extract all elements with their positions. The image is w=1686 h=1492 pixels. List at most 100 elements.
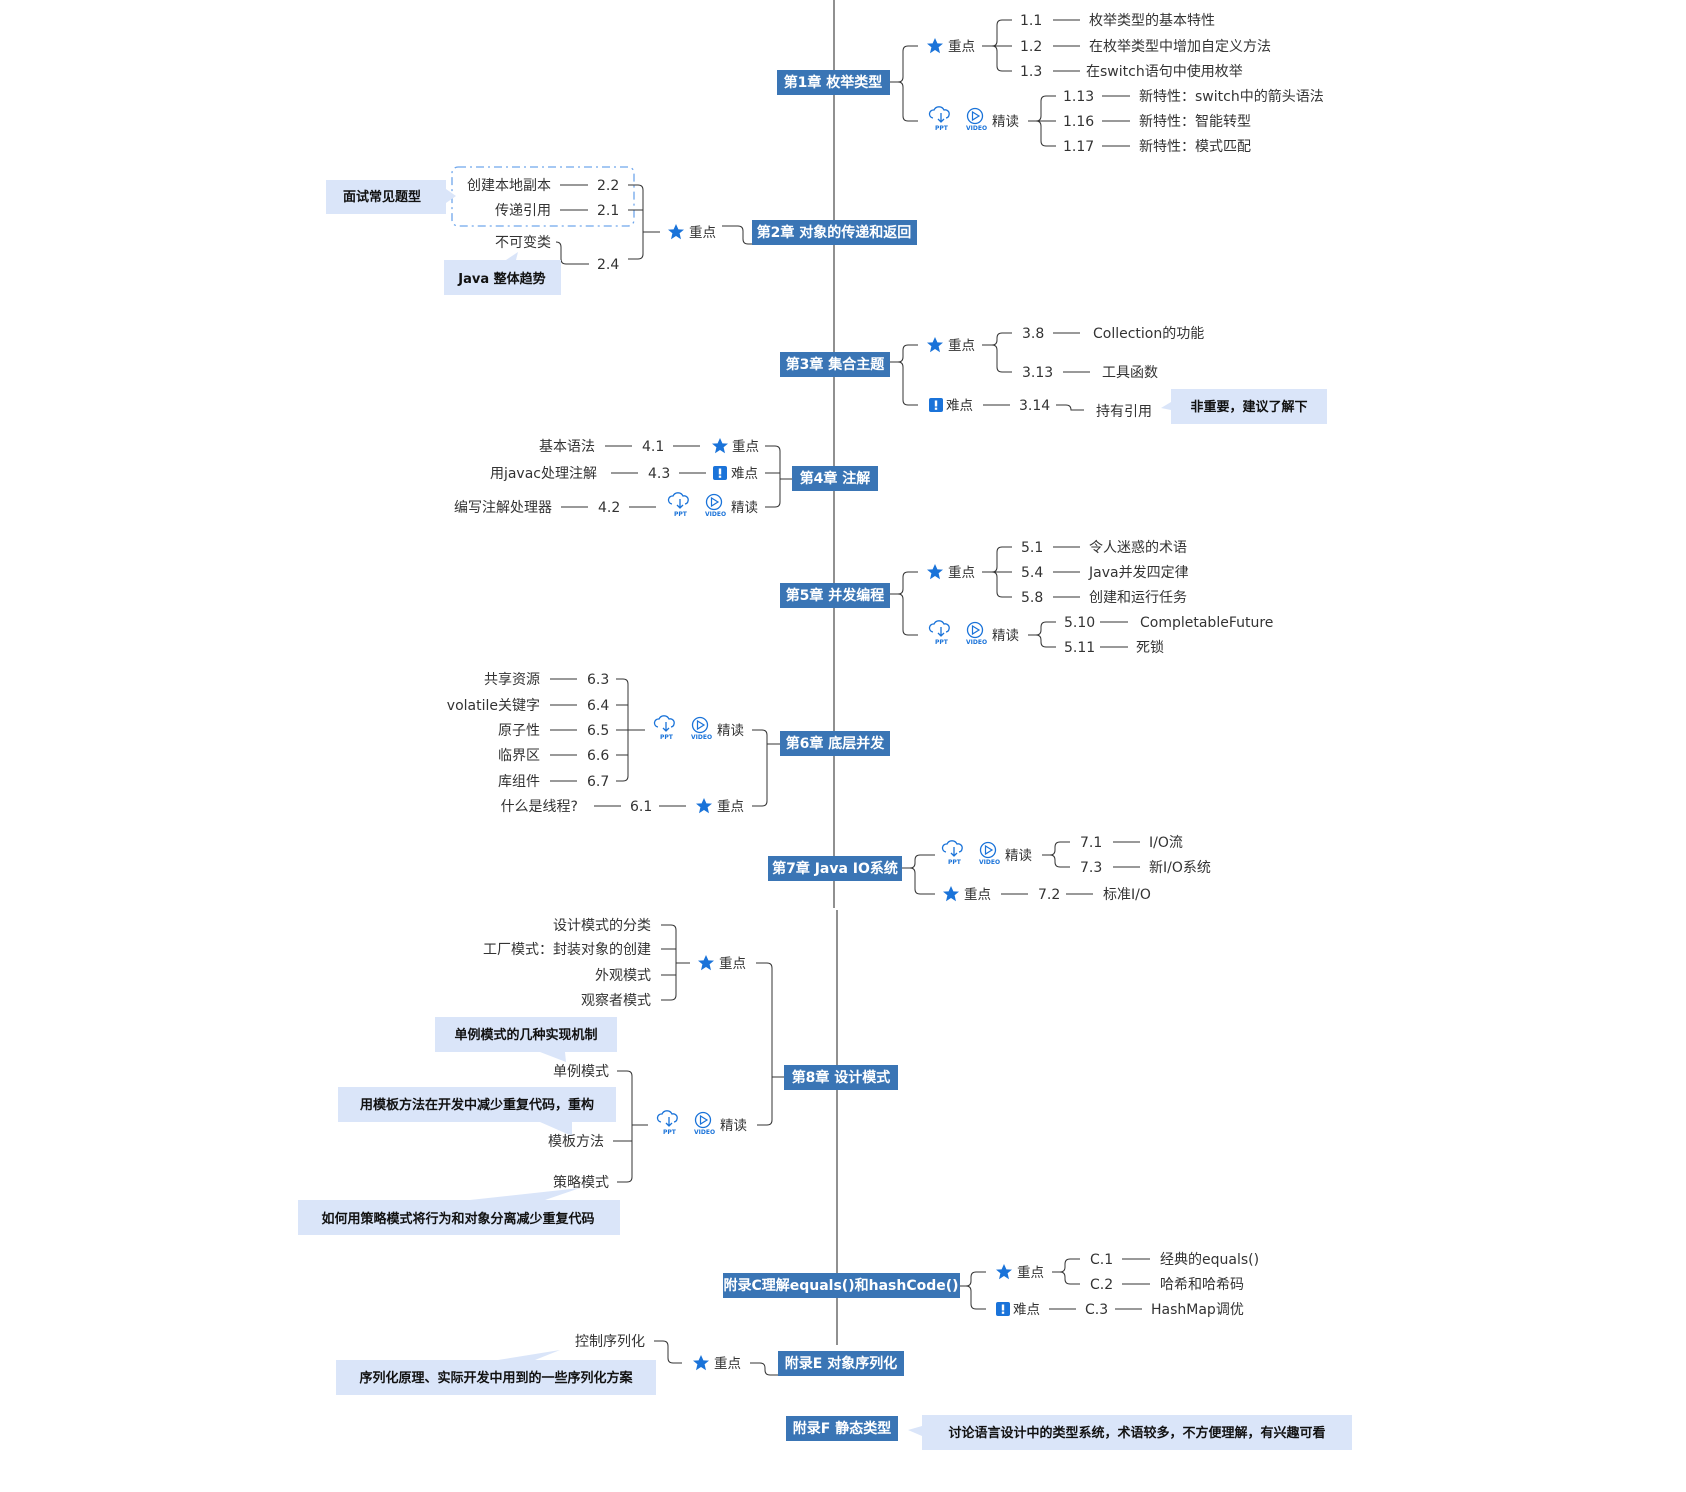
key-tag[interactable]: 重点: [927, 38, 975, 55]
svg-text:6.1: 6.1: [630, 799, 652, 815]
callout-java-trend: Java 整体趋势: [444, 252, 561, 295]
svg-text:哈希和哈希码: 哈希和哈希码: [1160, 1277, 1244, 1293]
chapter-5-node[interactable]: 第5章 并发编程: [780, 583, 890, 608]
svg-text:第7章 Java IO系统: 第7章 Java IO系统: [772, 860, 898, 877]
svg-text:精读: 精读: [1005, 848, 1032, 864]
chapter-7-node[interactable]: 第7章 Java IO系统: [768, 856, 902, 881]
video-play-icon: [691, 716, 709, 734]
star-icon: [927, 337, 943, 353]
hard-tag[interactable]: 难点: [929, 398, 973, 414]
svg-text:VIDEO: VIDEO: [979, 859, 1000, 866]
star-icon: [698, 955, 714, 971]
star-icon: [943, 886, 959, 902]
ppt-cloud-icon: [928, 106, 950, 123]
svg-text:新特性：智能转型: 新特性：智能转型: [1139, 114, 1251, 130]
appendix-c-node[interactable]: 附录C理解equals()和hashCode(): [723, 1273, 960, 1298]
key-tag[interactable]: 重点: [927, 564, 975, 581]
svg-text:4.3: 4.3: [648, 466, 670, 482]
key-tag[interactable]: 重点: [943, 886, 991, 903]
svg-text:精读: 精读: [720, 1118, 747, 1134]
svg-text:PPT: PPT: [935, 639, 949, 646]
read-tag[interactable]: PPT VIDEO 精读: [928, 106, 1019, 132]
svg-text:重点: 重点: [948, 338, 975, 354]
svg-text:3.13: 3.13: [1022, 365, 1053, 381]
svg-text:第2章 对象的传递和返回: 第2章 对象的传递和返回: [757, 224, 912, 241]
svg-text:6.5: 6.5: [587, 723, 609, 739]
hard-tag[interactable]: 难点: [713, 466, 758, 482]
chapter-5-branch: 重点 5.1 令人迷惑的术语 5.4 Java并发四定律 5.8 创建和运行任务…: [780, 540, 1273, 656]
read-tag[interactable]: PPT VIDEO 精读: [667, 492, 758, 518]
exclamation-icon: [996, 1302, 1010, 1316]
chapter-6-node[interactable]: 第6章 底层并发: [780, 731, 890, 756]
svg-text:第4章 注解: 第4章 注解: [800, 470, 871, 487]
star-icon: [668, 224, 684, 240]
callout-serialization: 序列化原理、实际开发中用到的一些序列化方案: [336, 1350, 656, 1395]
key-tag[interactable]: 重点: [712, 438, 759, 455]
chapter-3-node[interactable]: 第3章 集合主题: [780, 352, 890, 377]
svg-text:7.1: 7.1: [1080, 835, 1102, 851]
svg-text:PPT: PPT: [948, 859, 962, 866]
read-tag[interactable]: PPT VIDEO 精读: [656, 1110, 747, 1136]
video-play-icon: [705, 493, 723, 511]
svg-text:什么是线程?: 什么是线程?: [501, 799, 578, 815]
key-tag[interactable]: 重点: [693, 1355, 741, 1372]
video-play-icon: [694, 1111, 712, 1129]
svg-text:volatile关键字: volatile关键字: [447, 698, 540, 714]
svg-text:创建和运行任务: 创建和运行任务: [1089, 590, 1187, 606]
chapter-1-branch: 重点 1.1 枚举类型的基本特性 1.2 在枚举类型中增加自定义方法 1.3 在…: [777, 12, 1324, 155]
svg-text:基本语法: 基本语法: [539, 438, 595, 455]
ppt-cloud-icon: [667, 492, 689, 509]
svg-text:附录C理解equals()和hashCode(): 附录C理解equals()和hashCode(): [723, 1277, 958, 1294]
star-icon: [712, 438, 728, 454]
svg-text:1.13: 1.13: [1063, 89, 1094, 105]
svg-text:第6章 底层并发: 第6章 底层并发: [786, 735, 886, 752]
svg-text:5.11: 5.11: [1064, 640, 1095, 656]
svg-text:PPT: PPT: [660, 734, 674, 741]
svg-text:1.1: 1.1: [1020, 13, 1042, 29]
read-tag[interactable]: PPT VIDEO 精读: [928, 620, 1019, 646]
chapter-8-node[interactable]: 第8章 设计模式: [784, 1065, 898, 1090]
svg-text:精读: 精读: [717, 723, 744, 739]
svg-text:精读: 精读: [992, 114, 1019, 130]
svg-text:VIDEO: VIDEO: [966, 125, 987, 132]
chapter-4-node[interactable]: 第4章 注解: [792, 466, 878, 491]
hard-tag[interactable]: 难点: [996, 1302, 1040, 1318]
read-tag[interactable]: PPT VIDEO 精读: [941, 840, 1032, 866]
callout-static-type: 讨论语言设计中的类型系统，术语较多，不方便理解，有兴趣可看: [908, 1415, 1352, 1450]
svg-text:7.2: 7.2: [1038, 887, 1060, 903]
appendix-f-branch: 讨论语言设计中的类型系统，术语较多，不方便理解，有兴趣可看 附录F 静态类型: [786, 1415, 1352, 1450]
chapter-3-branch: 重点 3.8 Collection的功能 3.13 工具函数 难点 3.14 持…: [780, 326, 1327, 424]
svg-text:第5章 并发编程: 第5章 并发编程: [786, 587, 885, 604]
svg-text:I/O流: I/O流: [1149, 835, 1183, 851]
svg-text:用javac处理注解: 用javac处理注解: [490, 466, 597, 482]
svg-text:C.3: C.3: [1085, 1302, 1108, 1318]
svg-text:5.1: 5.1: [1021, 540, 1043, 556]
read-tag[interactable]: PPT VIDEO 精读: [653, 715, 744, 741]
svg-text:库组件: 库组件: [498, 774, 540, 790]
key-tag[interactable]: 重点: [696, 798, 744, 815]
svg-text:Collection的功能: Collection的功能: [1093, 326, 1204, 342]
key-tag[interactable]: 重点: [668, 224, 716, 241]
svg-text:重点: 重点: [964, 887, 991, 903]
key-tag[interactable]: 重点: [996, 1264, 1044, 1281]
star-icon: [693, 1355, 709, 1371]
svg-text:在枚举类型中增加自定义方法: 在枚举类型中增加自定义方法: [1089, 39, 1271, 55]
key-tag[interactable]: 重点: [698, 955, 746, 972]
chapter-8-branch: 设计模式的分类 工厂模式：封装对象的创建 外观模式 观察者模式 重点 单例模式的…: [298, 918, 898, 1235]
video-play-icon: [979, 841, 997, 859]
chapter-2-node[interactable]: 第2章 对象的传递和返回: [752, 220, 917, 245]
svg-text:精读: 精读: [731, 500, 758, 516]
appendix-c-branch: 重点 C.1 经典的equals() C.2 哈希和哈希码 难点 C.3 Has…: [723, 1252, 1259, 1318]
svg-text:创建本地副本: 创建本地副本: [467, 178, 551, 194]
chapter-1-node[interactable]: 第1章 枚举类型: [777, 70, 890, 95]
svg-text:第1章 枚举类型: 第1章 枚举类型: [784, 74, 883, 91]
svg-text:新特性：switch中的箭头语法: 新特性：switch中的箭头语法: [1139, 88, 1324, 105]
appendix-e-node[interactable]: 附录E 对象序列化: [778, 1351, 904, 1376]
svg-text:HashMap调优: HashMap调优: [1151, 1302, 1244, 1318]
key-tag[interactable]: 重点: [927, 337, 975, 354]
svg-text:原子性: 原子性: [498, 723, 540, 739]
appendix-e-branch: 控制序列化 序列化原理、实际开发中用到的一些序列化方案 重点 附录E 对象序列化: [336, 1334, 904, 1395]
svg-text:单例模式: 单例模式: [553, 1064, 609, 1080]
appendix-f-node[interactable]: 附录F 静态类型: [786, 1416, 898, 1441]
